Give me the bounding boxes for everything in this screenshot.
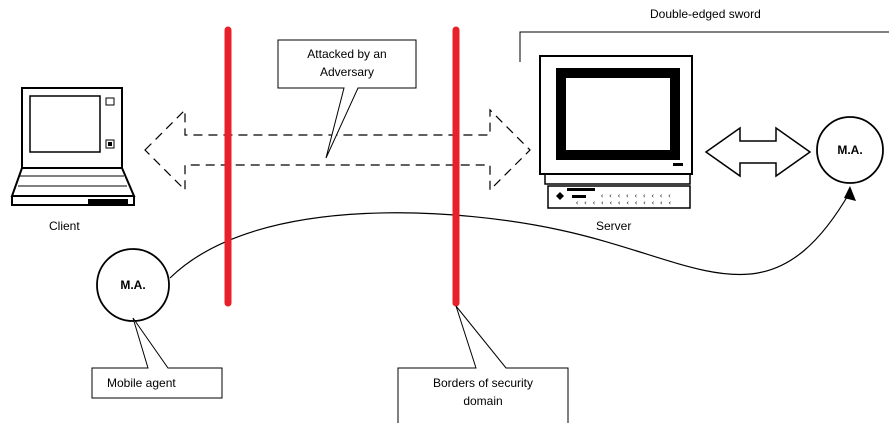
adversary-callout-line1: Attacked by an bbox=[307, 47, 386, 61]
server-mobile-agent-node bbox=[816, 116, 884, 184]
adversary-callout bbox=[277, 39, 417, 159]
double-edged-sword-bracket bbox=[519, 31, 889, 62]
double-edged-sword-label: Double-edged sword bbox=[650, 7, 761, 21]
svg-text:‹ ‹ ‹ ‹ ‹ ‹ ‹ ‹ ‹: ‹ ‹ ‹ ‹ ‹ ‹ ‹ ‹ ‹ bbox=[600, 192, 672, 200]
client-laptop-icon bbox=[10, 87, 136, 206]
server-agent-double-arrow bbox=[704, 126, 812, 178]
client-mobile-agent-node bbox=[96, 248, 170, 322]
security-border-callout-line2: domain bbox=[463, 394, 502, 408]
security-border-callout bbox=[397, 305, 569, 423]
svg-text:‹ ‹ ‹ ‹ ‹ ‹ ‹ ‹ ‹ ‹ ‹ ‹: ‹ ‹ ‹ ‹ ‹ ‹ ‹ ‹ ‹ ‹ ‹ ‹ bbox=[575, 199, 672, 207]
agent-migration-path bbox=[169, 186, 856, 279]
server-label: Server bbox=[596, 219, 631, 233]
communication-channel-arrow bbox=[144, 108, 531, 192]
mobile-agent-callout-label: Mobile agent bbox=[107, 376, 176, 390]
adversary-callout-line2: Adversary bbox=[320, 65, 374, 79]
client-ma-label: M.A. bbox=[120, 278, 145, 292]
security-border-lines bbox=[224, 26, 460, 307]
mobile-agent-callout bbox=[91, 317, 223, 399]
client-label: Client bbox=[49, 219, 80, 233]
server-ma-label: M.A. bbox=[837, 143, 862, 157]
security-border-callout-line1: Borders of security bbox=[433, 376, 533, 390]
server-computer-icon: ‹ ‹ ‹ ‹ ‹ ‹ ‹ ‹ ‹ ‹ ‹ ‹ ‹ ‹ ‹ ‹ ‹ ‹ ‹ ‹ … bbox=[539, 55, 693, 209]
